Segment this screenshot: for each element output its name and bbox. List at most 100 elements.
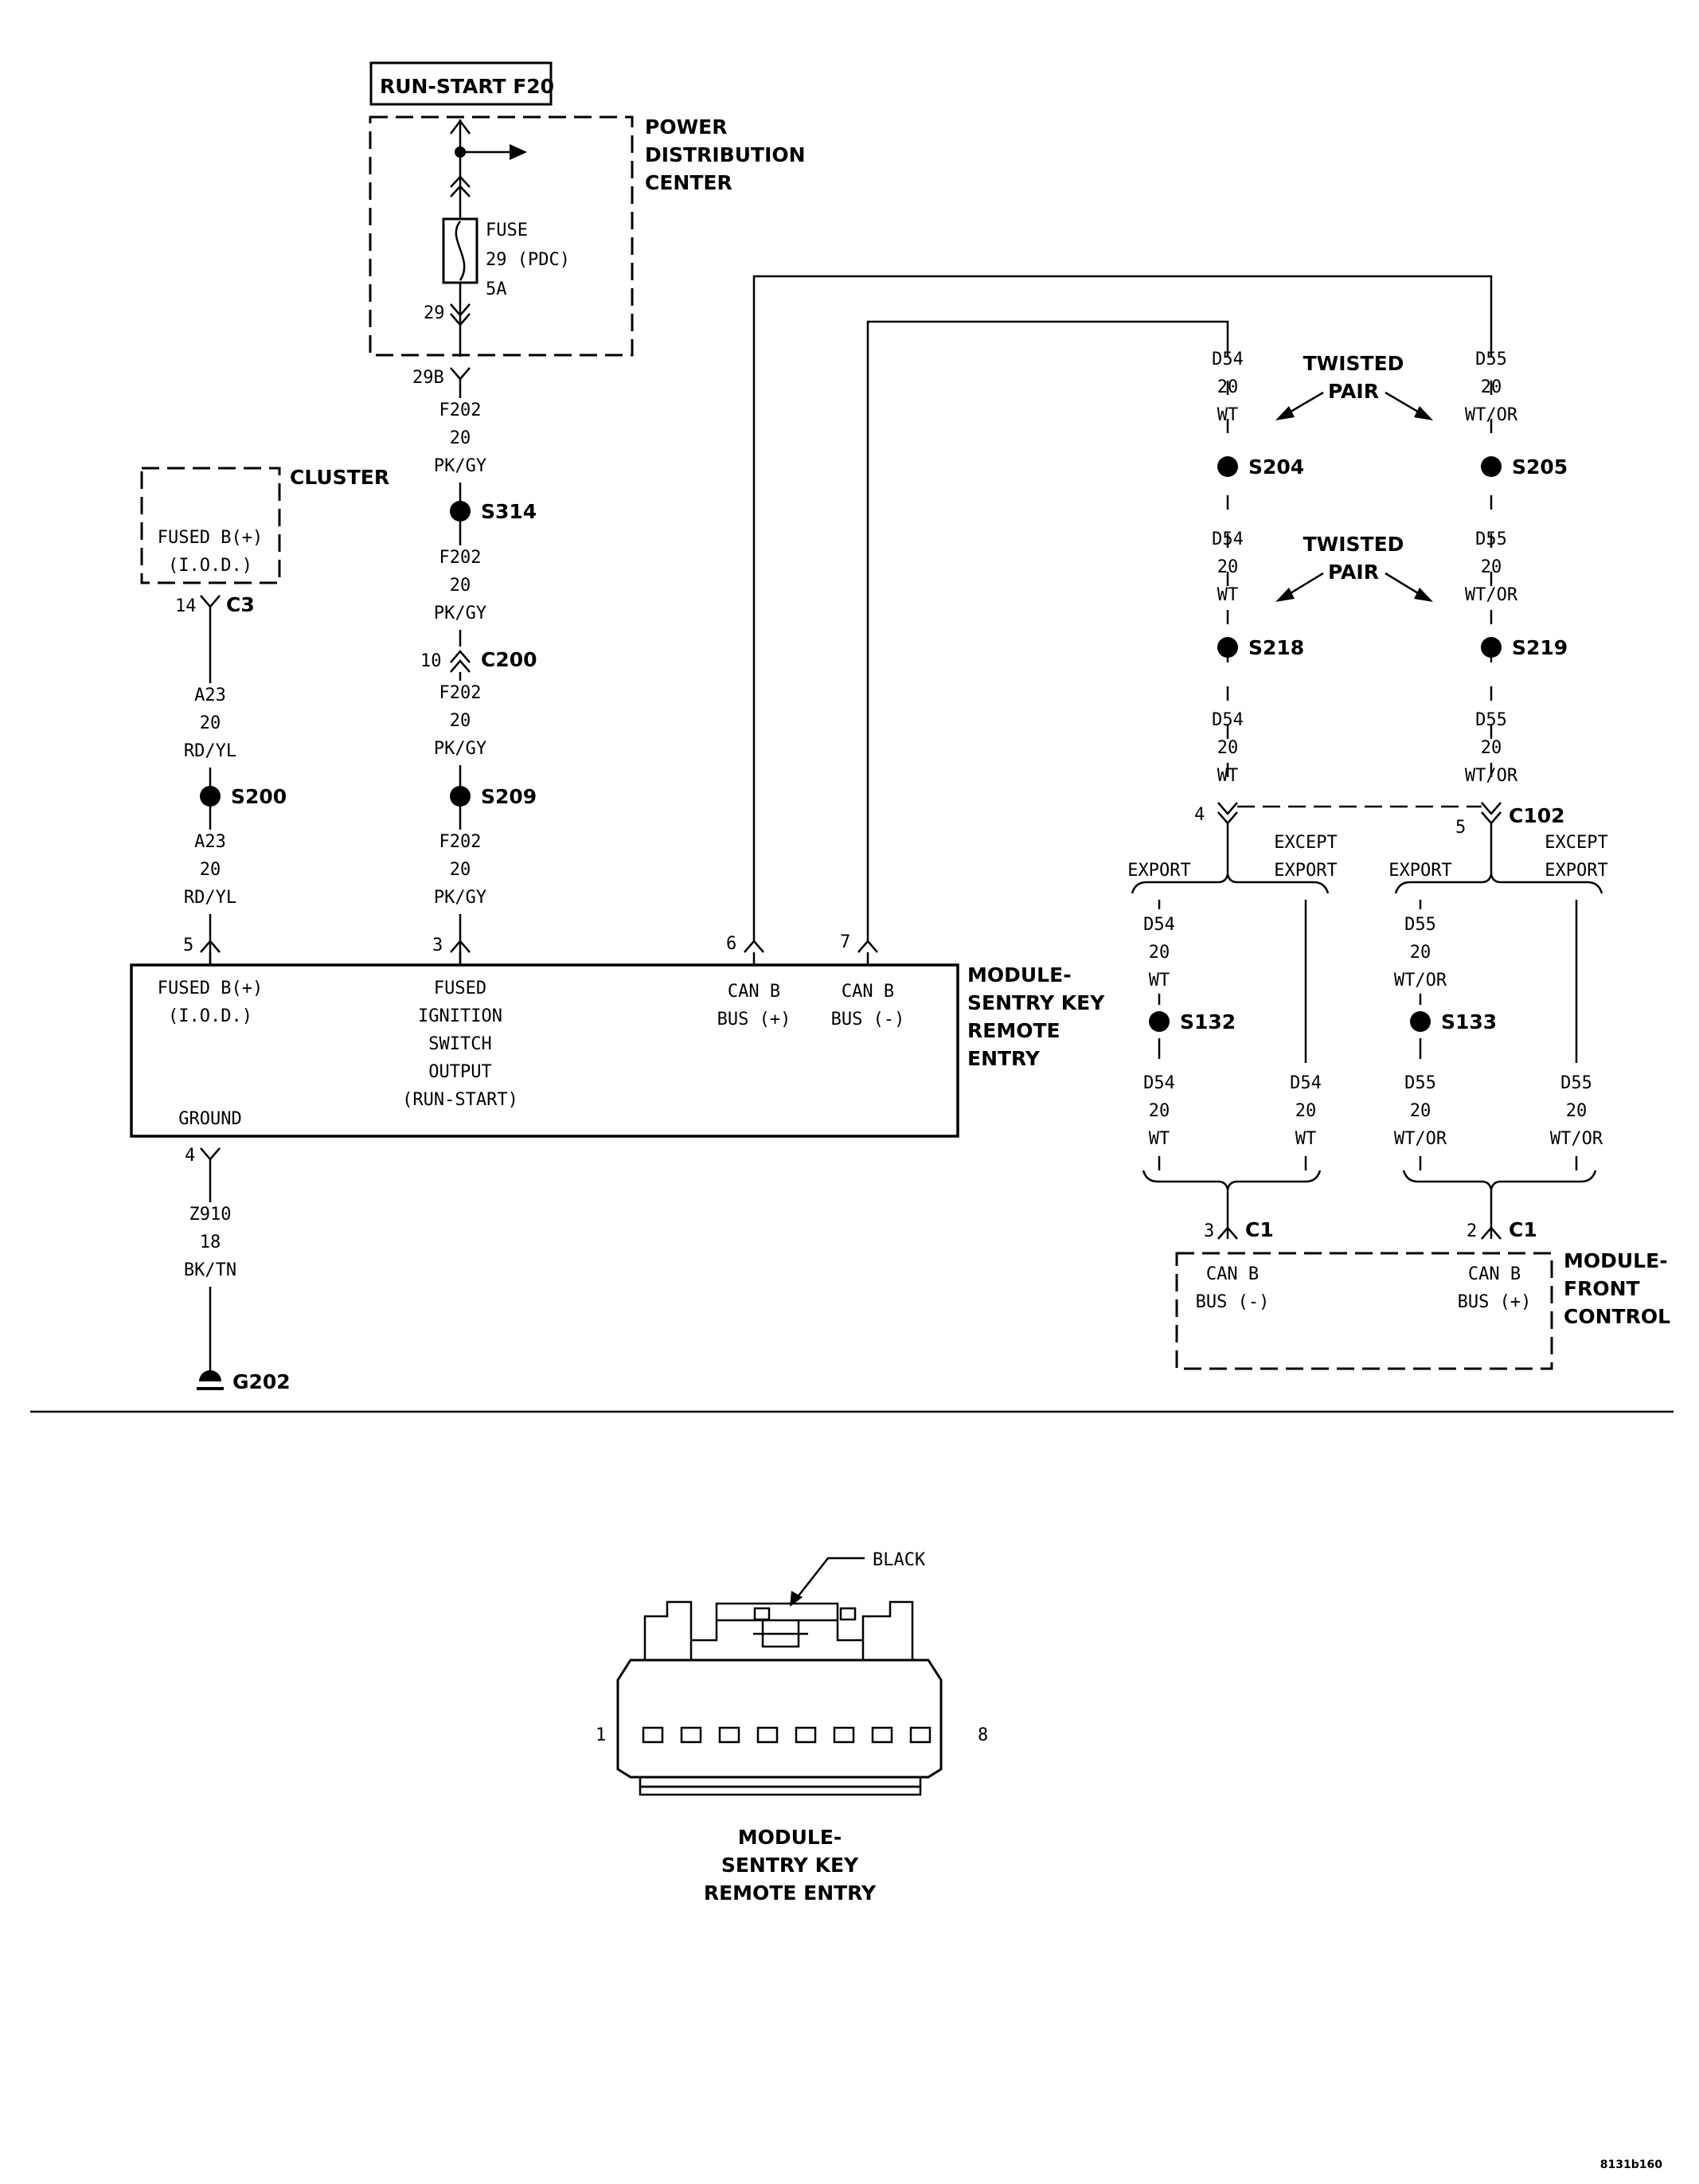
twisted-pair-1-arrowhead-left xyxy=(1275,406,1295,420)
power-distribution-center: RUN-START F20 POWER DISTRIBUTION CENTER … xyxy=(369,61,806,357)
fc-canplus-1: CAN B xyxy=(1468,1264,1521,1284)
f202-label-3c: PK/GY xyxy=(434,739,486,759)
c102-name: C102 xyxy=(1509,804,1565,827)
connector-housing-top xyxy=(643,1600,914,1660)
connector-cavities xyxy=(642,1726,932,1744)
d54-export-label-f: WT xyxy=(1149,1129,1170,1149)
f202-label-3b: 20 xyxy=(450,711,471,731)
d54-export-label-a: D54 xyxy=(1143,915,1175,935)
d55-export-label-b: 20 xyxy=(1410,943,1431,963)
cavity-7 xyxy=(871,1726,893,1744)
d54-except-label-a: D54 xyxy=(1290,1073,1322,1093)
d55-export-label-c: WT/OR xyxy=(1394,971,1447,990)
d54-merge-brace xyxy=(1142,1170,1322,1190)
fc-pin2: 2 xyxy=(1467,1221,1477,1241)
d55-label-1b: 20 xyxy=(1481,377,1502,397)
d55-label-1c: WT/OR xyxy=(1465,405,1518,425)
twisted-pair-2-line2: PAIR xyxy=(1328,561,1379,584)
d54-export: EXPORT xyxy=(1127,861,1190,881)
fuse-text-1: FUSE xyxy=(486,221,528,240)
can-plus-route xyxy=(752,275,1493,941)
splice-s200: S200 xyxy=(231,785,287,808)
a23-label-1c: RD/YL xyxy=(184,741,236,761)
d55-merge-brace xyxy=(1402,1170,1597,1190)
ske-title-3: REMOTE xyxy=(967,1019,1060,1042)
d54-label-1c: WT xyxy=(1217,405,1239,425)
ske-module-outline xyxy=(130,963,959,1138)
ground-circuit: 4 Z910 18 BK/TN G202 xyxy=(179,1146,291,1393)
pdc-outline xyxy=(369,115,634,357)
a23-label-2c: RD/YL xyxy=(184,888,236,908)
c200-pin: 10 xyxy=(420,651,442,671)
cluster-text-2: (I.O.D.) xyxy=(168,556,252,576)
cavity-2 xyxy=(680,1726,702,1744)
c3-pin: 14 xyxy=(175,596,197,616)
latch-key-right xyxy=(839,1607,857,1621)
ske-ign-1: FUSED xyxy=(434,979,486,998)
splice-s204: S204 xyxy=(1248,455,1304,479)
d54-except-1: EXCEPT xyxy=(1274,833,1337,853)
connector-c3 xyxy=(200,595,221,608)
d55-export-label-a: D55 xyxy=(1404,915,1436,935)
fc-pin2-connector xyxy=(1481,1226,1502,1240)
d55-label-3b: 20 xyxy=(1481,738,1502,758)
d55-label-3c: WT/OR xyxy=(1465,766,1518,786)
cavity-1 xyxy=(642,1726,664,1744)
f202-label-1c: PK/GY xyxy=(434,456,486,476)
cluster-text-1: FUSED B(+) xyxy=(158,528,263,548)
fuse-text-2: 29 (PDC) xyxy=(486,250,570,270)
connector-title-1: MODULE- xyxy=(738,1826,842,1849)
fc-pin3: 3 xyxy=(1204,1221,1214,1241)
d54-label-2b: 20 xyxy=(1217,557,1239,577)
f202-label-4b: 20 xyxy=(450,860,471,880)
connector-pin-1: 1 xyxy=(596,1725,606,1745)
a23-label-1a: A23 xyxy=(194,686,226,705)
fc-canplus-2: BUS (+) xyxy=(1458,1292,1532,1312)
ske-pin5: 5 xyxy=(183,936,193,955)
splice-s218-dot xyxy=(1217,637,1238,658)
connector-title-3: REMOTE ENTRY xyxy=(704,1881,877,1905)
fc-pin3-connector xyxy=(1217,1226,1238,1240)
twisted-pair-2-line1: TWISTED xyxy=(1303,533,1404,556)
d55-except-label-b: 20 xyxy=(1566,1101,1588,1121)
ske-ign-2: IGNITION xyxy=(418,1006,502,1026)
twisted-pair-1-line2: PAIR xyxy=(1328,380,1379,403)
connector-body xyxy=(616,1659,943,1779)
twisted-pair-2-arrow-right xyxy=(1385,572,1423,597)
splice-s218: S218 xyxy=(1248,636,1304,659)
fc-title-2: FRONT xyxy=(1564,1277,1640,1300)
fc-canminus-1: CAN B xyxy=(1206,1264,1259,1284)
c102-left-connector xyxy=(1217,802,1238,825)
fc-c1-left: C1 xyxy=(1245,1218,1274,1241)
fuse-name: RUN-START F20 xyxy=(380,75,554,98)
d54-label-2a: D54 xyxy=(1212,529,1244,549)
d54-branch-brace xyxy=(1131,873,1330,894)
ske-pin6-connector xyxy=(744,940,764,953)
f202-label-3a: F202 xyxy=(439,683,482,703)
f202-label-2a: F202 xyxy=(439,548,482,568)
connector-title-2: SENTRY KEY xyxy=(721,1854,859,1877)
splice-s219-dot xyxy=(1481,637,1502,658)
cavity-6 xyxy=(833,1726,855,1744)
d55-export-label-d: D55 xyxy=(1404,1073,1436,1093)
splice-s133-dot xyxy=(1410,1011,1431,1032)
ske-pin7-connector xyxy=(857,940,878,953)
f202-label-1b: 20 xyxy=(450,428,471,448)
connector-29b xyxy=(450,367,471,381)
can-bus-routing: D54 20 WT S204 D54 20 WT S218 D54 20 WT … xyxy=(752,275,1608,1239)
splice-s205-dot xyxy=(1481,456,1502,477)
cluster-circuit: CLUSTER FUSED B(+) (I.O.D.) 14 C3 A23 20… xyxy=(140,466,389,963)
d54-label-3c: WT xyxy=(1217,766,1239,786)
splice-s205: S205 xyxy=(1512,455,1568,479)
ske-pin5-connector xyxy=(200,940,221,953)
d55-except-1: EXCEPT xyxy=(1545,833,1607,853)
c102-right-connector xyxy=(1481,802,1502,825)
d54-except-label-c: WT xyxy=(1295,1129,1317,1149)
fc-canminus-2: BUS (-) xyxy=(1196,1292,1270,1312)
can-minus-route xyxy=(866,320,1229,941)
d55-export: EXPORT xyxy=(1388,861,1451,881)
ske-canplus-1: CAN B xyxy=(728,982,780,1002)
d55-except-label-c: WT/OR xyxy=(1550,1129,1603,1149)
ske-canminus-2: BUS (-) xyxy=(831,1010,905,1029)
d55-branch-brace xyxy=(1394,873,1603,894)
